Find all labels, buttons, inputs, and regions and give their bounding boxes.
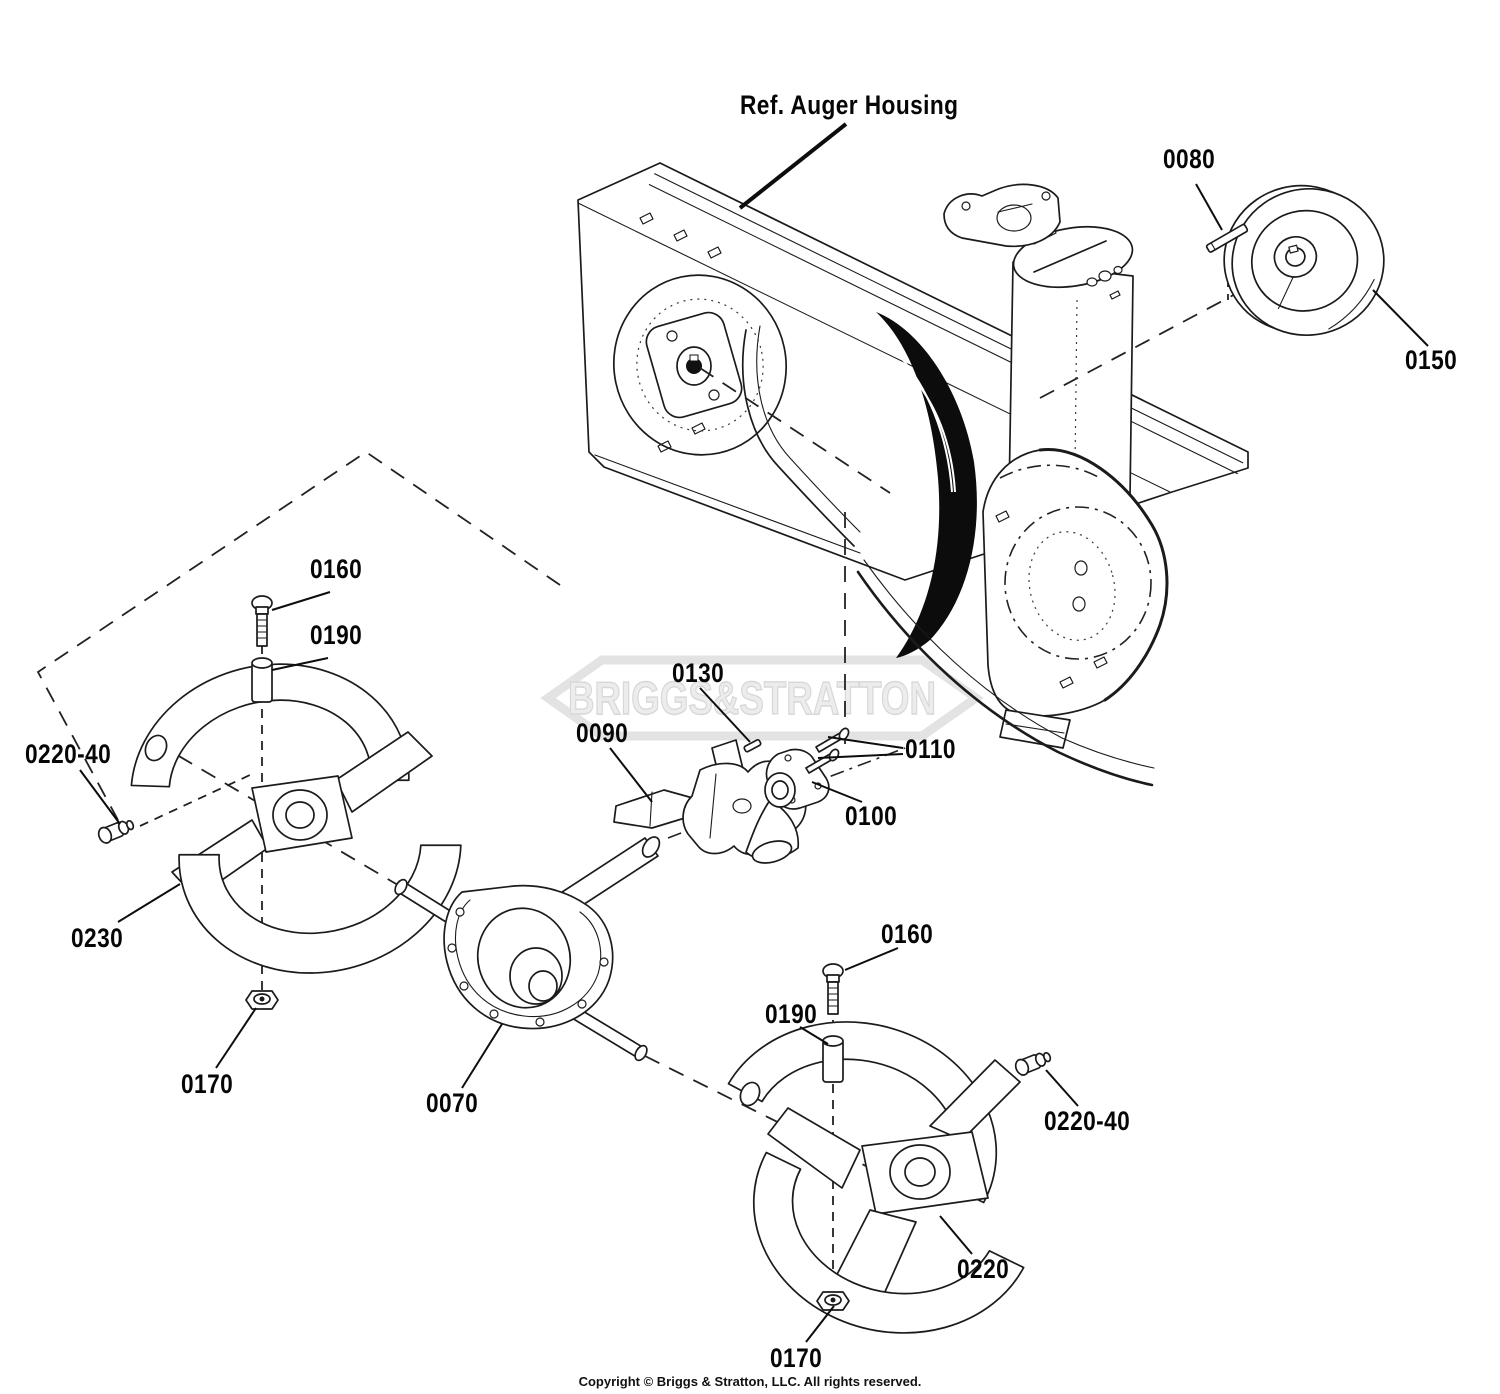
part-label-0110: 0110 <box>905 734 956 764</box>
leader-lines <box>79 122 1429 1343</box>
shear-bolt-0220-40-left <box>97 819 135 844</box>
pin-0130 <box>743 738 762 753</box>
gearbox-0070 <box>394 836 661 1062</box>
auger-housing-art <box>577 162 1249 787</box>
briggs-stratton-watermark: BRIGGS&STRATTON <box>540 655 984 741</box>
part-label-0170-left: 0170 <box>181 1069 234 1099</box>
part-label-0190-left: 0190 <box>310 620 363 650</box>
shear-bolt-0220-40-right <box>1014 1051 1052 1076</box>
part-label-0190-right: 0190 <box>765 999 818 1029</box>
part-label-0130: 0130 <box>672 658 725 688</box>
part-label-0150: 0150 <box>1405 345 1458 375</box>
watermark-text: BRIGGS&STRATTON <box>568 672 936 724</box>
part-label-0220: 0220 <box>957 1254 1010 1284</box>
copyright-text: Copyright © Briggs & Stratton, LLC. All … <box>578 1374 922 1389</box>
part-label-0160-right: 0160 <box>881 919 934 949</box>
part-label-0070: 0070 <box>426 1088 479 1118</box>
part-label-0160-left: 0160 <box>310 554 363 584</box>
part-label-0170-bottom: 0170 <box>770 1343 823 1373</box>
pulley-0150 <box>1223 184 1385 337</box>
part-label-0220-40-left: 0220-40 <box>25 739 112 769</box>
part-label-0090: 0090 <box>576 718 629 748</box>
nut-0170-left <box>245 990 279 1010</box>
part-label-ref-auger-housing: Ref. Auger Housing <box>740 90 959 120</box>
part-label-0080: 0080 <box>1163 144 1216 174</box>
part-label-0230: 0230 <box>71 923 124 953</box>
key-0080 <box>1205 223 1249 253</box>
bolt-0160-left <box>251 595 273 647</box>
auger-0230 <box>130 663 462 974</box>
spacer-0190-left <box>251 657 273 703</box>
bolt-0160-right <box>822 963 844 1015</box>
part-label-0100: 0100 <box>845 801 898 831</box>
part-label-0220-40-right: 0220-40 <box>1044 1106 1131 1136</box>
auger-0220 <box>727 1021 1025 1334</box>
nut-0170-bottom <box>816 1291 850 1311</box>
